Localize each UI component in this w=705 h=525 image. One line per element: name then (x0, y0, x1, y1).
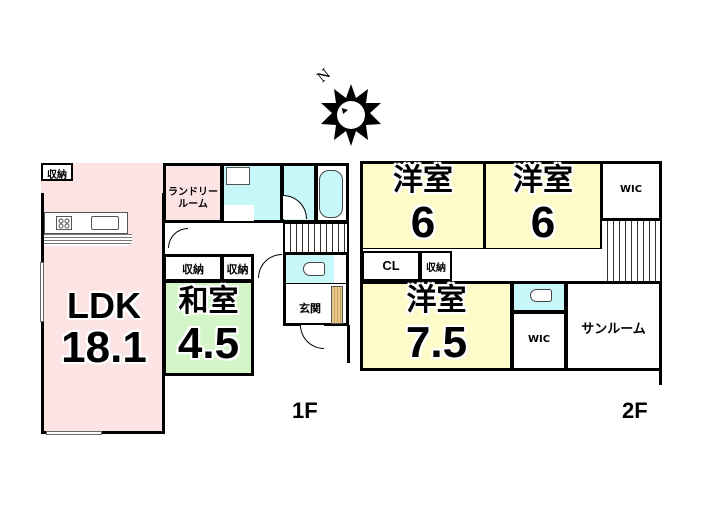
bathtub-icon (319, 170, 343, 218)
cl-label: CL (382, 258, 400, 273)
storage-2f-label: 収納 (426, 263, 446, 274)
room-youshitsu-a (360, 161, 486, 251)
stairs-2f (600, 219, 662, 283)
ldk-window-left (40, 262, 44, 322)
ldk-window-bottom (46, 431, 102, 435)
sun-compass-icon (321, 84, 381, 146)
toilet-icon-1f (303, 262, 325, 276)
youshitsu-b-name: 洋室 (513, 163, 573, 198)
stove-icon (56, 216, 72, 230)
washitsu-name: 和室 (178, 284, 239, 319)
laundry-label-2: ルーム (178, 199, 208, 210)
storage-a-label: 収納 (182, 263, 204, 276)
toilet-icon-2f (530, 289, 552, 302)
entrance-label: 玄関 (299, 302, 321, 315)
floor-label-2f: 2F (622, 398, 648, 423)
storage-b-label: 収納 (226, 263, 249, 276)
youshitsu-b-size: 6 (530, 198, 556, 247)
room-cl (362, 251, 420, 281)
youshitsu-c-name: 洋室 (406, 283, 467, 318)
room-storage-2f (420, 251, 452, 281)
toilet-1f-door[interactable] (258, 254, 282, 278)
laundry-label-1: ランドリー (168, 187, 218, 198)
entrance-door[interactable] (300, 325, 324, 349)
ldk-storage-label: 収納 (47, 170, 67, 181)
ldk-name: LDK (67, 285, 141, 326)
room-storage-b (221, 254, 254, 282)
sink-icon (91, 216, 119, 230)
youshitsu-a-size: 6 (410, 198, 436, 247)
washitsu-size: 4.5 (177, 319, 240, 368)
youshitsu-a-name: 洋室 (393, 163, 453, 198)
sunroom-label: サンルーム (581, 322, 646, 337)
wic-top-label: WIC (619, 184, 643, 195)
ldk-storage: 収納 (41, 163, 73, 181)
shoe-cabinet (331, 286, 343, 324)
compass: N (310, 66, 390, 146)
room-ldk (41, 163, 165, 434)
room-sunroom (565, 281, 662, 371)
youshitsu-c-size: 7.5 (405, 318, 468, 367)
outer-wall-1f (347, 325, 350, 363)
floor-label-1f: 1F (292, 398, 318, 423)
stairs-1f (283, 222, 349, 254)
room-youshitsu-c (360, 281, 513, 371)
washer-space (224, 205, 254, 221)
ldk-size: 18.1 (61, 323, 147, 372)
sunroom-outer-wall (659, 365, 662, 385)
counter-bar (44, 234, 132, 246)
kitchen-counter (44, 212, 128, 234)
wic-bottom-label: WIC (527, 334, 551, 345)
hall-door[interactable] (168, 228, 188, 248)
washbasin-icon (226, 167, 250, 185)
room-washitsu (163, 280, 254, 376)
